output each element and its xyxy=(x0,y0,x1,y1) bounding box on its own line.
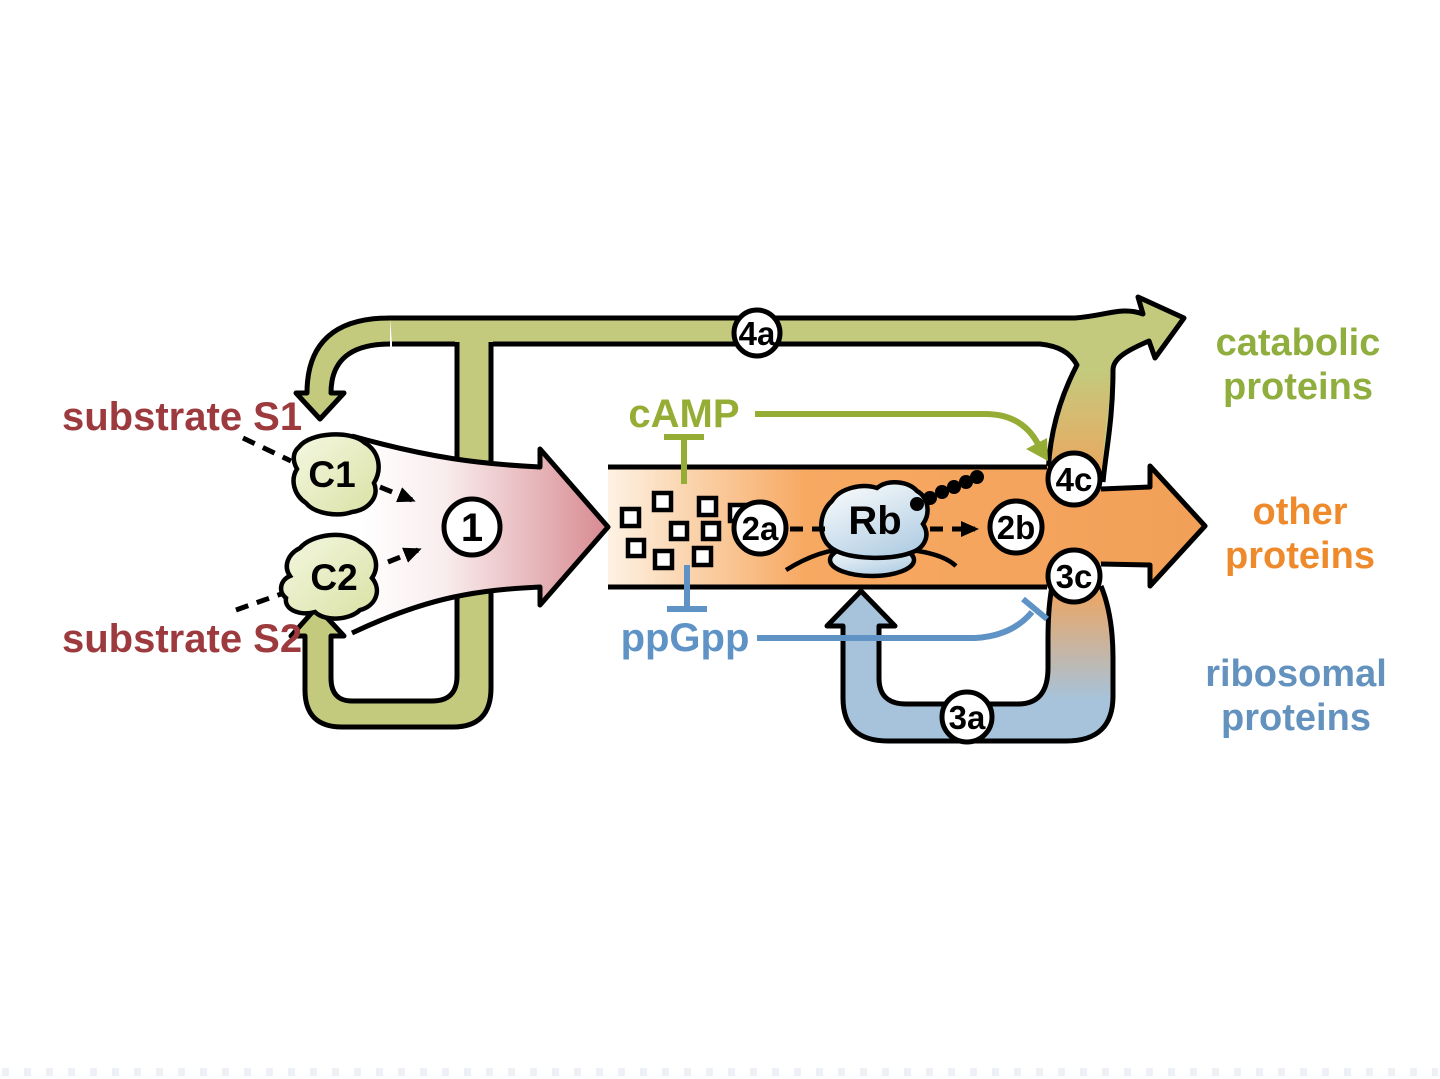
ppgpp-signal: ppGpp xyxy=(621,565,1049,660)
ppgpp-inhibition-connector xyxy=(667,565,707,612)
output-labels: catabolic proteins other proteins riboso… xyxy=(1205,322,1387,739)
pink-arrow-outline xyxy=(350,433,611,636)
camp-inhibition-connector xyxy=(664,434,704,484)
step-4a-label: 4a xyxy=(739,315,776,352)
loop-return-outline xyxy=(288,342,494,730)
step-4a: 4a xyxy=(731,307,783,359)
enzyme-c1-label: C1 xyxy=(308,454,355,495)
other-proteins-label-line1: other xyxy=(1253,491,1348,533)
step-markers: 1 2a 2b 4a 4c 3c 3a xyxy=(441,307,1103,745)
catabolic-feedback-loop xyxy=(288,294,1187,730)
enzyme-c2-blob xyxy=(278,532,380,621)
step-4c: 4c xyxy=(1045,450,1103,508)
ribosomal-proteins-label-line2: proteins xyxy=(1221,697,1371,739)
ribosome-label: Rb xyxy=(848,499,901,543)
step-1: 1 xyxy=(441,496,503,558)
ppgpp-label: ppGpp xyxy=(621,616,750,660)
enzyme-c1-blob xyxy=(291,432,381,517)
substrates-enzymes: C1 C2 substrate S1 substrate S2 xyxy=(62,395,422,661)
loop-left-curl-outline xyxy=(293,315,391,422)
step-2a: 2a xyxy=(731,499,789,557)
other-proteins-label-line2: proteins xyxy=(1225,535,1375,577)
blue-loop-fill xyxy=(827,586,1113,741)
step-2b-label: 2b xyxy=(997,509,1036,546)
step-2a-label: 2a xyxy=(742,510,779,547)
ribosomal-feedback-loop xyxy=(824,585,1116,744)
catabolic-proteins-label-line1: catabolic xyxy=(1216,322,1381,364)
substrate-s1-label: substrate S1 xyxy=(62,395,302,439)
dashed-s2-to-c2 xyxy=(235,590,285,613)
step-3a-label: 3a xyxy=(949,699,986,736)
step-3c: 3c xyxy=(1045,547,1103,605)
dashed-s1-to-c1 xyxy=(241,435,293,464)
camp-signal: cAMP xyxy=(628,392,1048,484)
step-1-label: 1 xyxy=(461,506,483,550)
dashed-c1-to-flux xyxy=(379,484,416,503)
step-3a: 3a xyxy=(939,689,995,745)
loop-left-curl-arrow xyxy=(296,318,390,419)
camp-arrowhead-icon xyxy=(1026,438,1048,461)
peptide-chain xyxy=(910,470,984,511)
loop-return-to-c2 xyxy=(291,342,491,727)
step-4c-label: 4c xyxy=(1056,461,1093,498)
channel-to-3c xyxy=(1048,586,1113,700)
ppgpp-inhibition-line xyxy=(757,596,1049,641)
step-3c-label: 3c xyxy=(1056,558,1093,595)
catabolic-proteins-label-line2: proteins xyxy=(1223,366,1373,408)
loop-bottom-outline xyxy=(392,341,1080,483)
blue-loop-outline xyxy=(824,585,1116,744)
ribosome-large-subunit xyxy=(819,480,930,561)
camp-label: cAMP xyxy=(628,392,739,436)
ribosome-group: Rb xyxy=(784,470,984,579)
step-2b: 2b xyxy=(987,498,1045,556)
dashed-c2-to-flux xyxy=(387,547,422,565)
loop-top-outline xyxy=(390,294,1187,483)
ribosomal-proteins-label-line1: ribosomal xyxy=(1205,653,1387,695)
substrate-s2-label: substrate S2 xyxy=(62,617,302,661)
camp-activation-line xyxy=(755,411,1041,446)
enzyme-c2-label: C2 xyxy=(310,557,357,598)
